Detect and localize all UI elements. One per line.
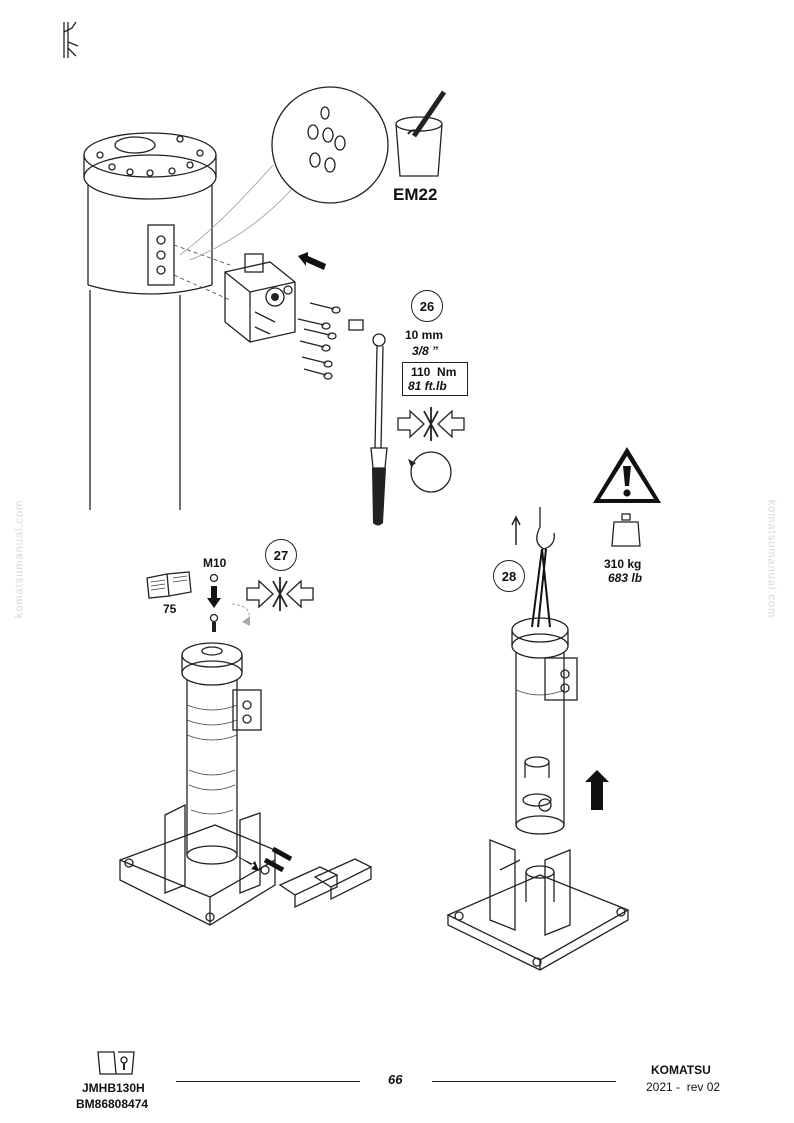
step-27-number: 27 [265,539,297,571]
manual-book-footer-icon [97,1051,135,1075]
bolt-size-label: M10 [203,556,227,570]
cylinder-lifted-28 [446,617,630,971]
consumable-label: EM22 [393,185,438,204]
footer-line-left [176,1081,360,1082]
o-ring-detail-bubble [179,86,389,261]
rotation-icon [408,451,452,493]
weight-icon [611,513,641,547]
cylinder-on-stand-27 [119,642,373,926]
torque-wrench-icon [348,319,388,526]
document-number: BM86808474 [76,1097,149,1111]
rotate-arrow-icon [231,603,250,626]
load-weight-metric: 310 kg [604,557,642,571]
torque-box [402,362,468,396]
cross-tightening-pattern-icon [397,407,465,441]
manual-reference: 75 [163,602,177,616]
cross-pattern-icon-27 [246,577,314,611]
page-number: 66 [388,1072,403,1087]
torque-metric: 110 Nm [411,365,457,379]
cylinder-illustration-26 [83,132,231,510]
bolts-illustration [297,302,341,380]
brand-name: KOMATSU [651,1063,711,1077]
revision: 2021 - rev 02 [646,1080,721,1094]
warning-triangle-icon [593,447,661,503]
step-26-number: 26 [411,290,443,322]
footer-line-right [432,1081,616,1082]
eye-bolt-down-arrow-icon [207,573,221,632]
push-arrow-icon [298,252,326,270]
grease-pot-icon [395,90,447,177]
watermark-left: komatsumanual.com [13,499,26,619]
lifting-hook-icon [511,507,555,628]
wrench-size-metric: 10 mm [405,328,444,342]
valve-block-illustration [224,253,296,343]
hammer-tool-icon [63,21,79,58]
manual-book-icon [146,571,192,599]
wrench-size-imperial: 3/8 ” [412,344,439,358]
watermark-right: komatsumanual.com [765,499,778,619]
load-weight-imperial: 683 lb [608,571,643,585]
torque-imperial: 81 ft.lb [408,379,447,393]
step-28-number: 28 [493,560,525,592]
model-number: JMHB130H [82,1081,145,1095]
